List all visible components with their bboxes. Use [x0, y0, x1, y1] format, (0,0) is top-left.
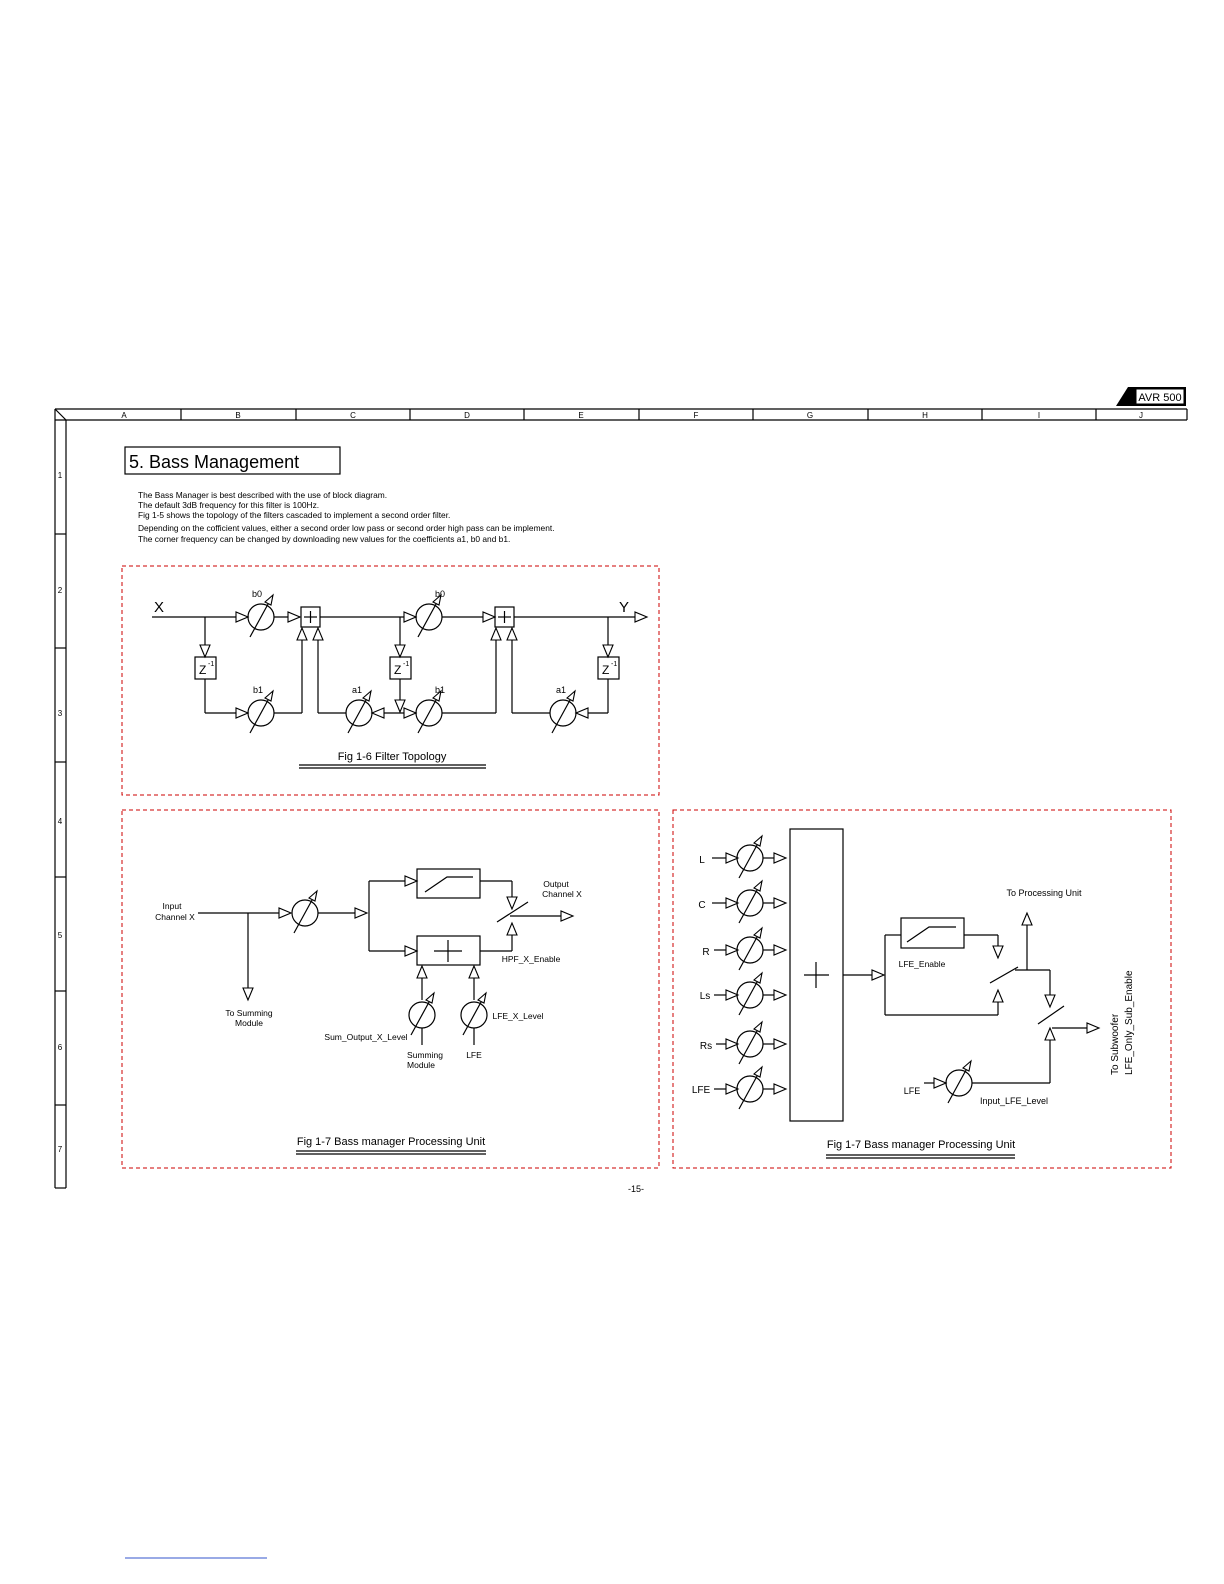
channel-label: L: [699, 855, 705, 866]
intro-line: Fig 1-5 shows the topology of the filter…: [138, 510, 450, 520]
page-number: -15-: [628, 1184, 644, 1194]
fig2-summing-label: To Summing: [225, 1008, 273, 1018]
channel-label: Ls: [700, 991, 711, 1002]
channel-label: R: [702, 947, 709, 958]
col-label: G: [807, 411, 813, 420]
channel-input-ls: Ls: [700, 972, 787, 1016]
fig1-a1-label: a1: [556, 685, 566, 695]
channel-label: LFE: [692, 1085, 711, 1096]
fig2-caption: Fig 1-7 Bass manager Processing Unit: [297, 1136, 485, 1148]
col-label: I: [1038, 411, 1040, 420]
row-label: 4: [58, 817, 63, 826]
col-label: B: [235, 411, 240, 420]
fig3-to-processing-label: To Processing Unit: [1006, 888, 1082, 898]
figure-bass-manager-left: Input Channel X To Summing Module: [121, 809, 660, 1169]
row-label: 3: [58, 709, 63, 718]
fig1-b0-label: b0: [435, 589, 445, 599]
intro-text: The Bass Manager is best described with …: [138, 490, 555, 544]
row-label: 6: [58, 1043, 63, 1052]
fig1-delay-label: Z: [394, 663, 401, 677]
col-label: C: [350, 411, 356, 420]
fig1-b1-label: b1: [253, 685, 263, 695]
channel-input-r: R: [702, 927, 787, 971]
model-badge-text: AVR 500: [1138, 392, 1181, 404]
fig1-delay-label: Z: [199, 663, 206, 677]
fig1-b1-label: b1: [435, 685, 445, 695]
fig3-sub-enable-label: LFE_Only_Sub_Enable: [1124, 970, 1135, 1075]
col-label: E: [578, 411, 583, 420]
col-label: J: [1139, 411, 1143, 420]
fig1-delay-exp: -1: [403, 661, 409, 668]
section-title: 5. Bass Management: [124, 446, 341, 475]
fig1-a1-label: a1: [352, 685, 362, 695]
fig3-subwoofer-label: To Subwoofer: [1110, 1013, 1121, 1075]
intro-line: The Bass Manager is best described with …: [138, 490, 387, 500]
channel-input-l: L: [699, 835, 787, 879]
fig2-summing-module-label: Module: [407, 1060, 435, 1070]
fig2-input-label: Input: [163, 901, 183, 911]
fig1-delay-label: Z: [602, 663, 609, 677]
fig1-b0-label: b0: [252, 589, 262, 599]
section-title-text: 5. Bass Management: [129, 452, 299, 472]
channel-input-c: C: [698, 880, 787, 924]
row-label: 7: [58, 1145, 63, 1154]
fig1-input-label: X: [154, 599, 164, 616]
row-label: 5: [58, 931, 63, 940]
fig2-output-label: Channel X: [542, 889, 582, 899]
fig1-delay-exp: -1: [611, 661, 617, 668]
figure-bass-manager-right: L C R Ls Rs LFE: [672, 809, 1172, 1169]
channel-label: C: [698, 900, 705, 911]
fig2-hpf-enable-label: HPF_X_Enable: [502, 954, 561, 964]
fig1-output-label: Y: [619, 599, 629, 616]
intro-line: Depending on the cofficient values, eith…: [138, 523, 555, 533]
model-badge: AVR 500: [1116, 387, 1186, 406]
col-label: F: [694, 411, 699, 420]
fig2-lfe-label: LFE: [466, 1050, 482, 1060]
fig2-input-label: Channel X: [155, 912, 195, 922]
fig3-lfe-enable-label: LFE_Enable: [899, 959, 946, 969]
intro-line: The default 3dB frequency for this filte…: [138, 500, 319, 510]
fig2-lfe-level-label: LFE_X_Level: [492, 1011, 543, 1021]
fig2-summing-module-label: Summing: [407, 1050, 443, 1060]
fig2-output-label: Output: [543, 879, 569, 889]
drawing-frame: A B C D E F G H I J 1 2 3 4 5 6 7: [54, 408, 1188, 1189]
channel-label: Rs: [700, 1041, 712, 1052]
col-label: H: [922, 411, 928, 420]
fig1-caption: Fig 1-6 Filter Topology: [338, 751, 447, 763]
col-label: D: [464, 411, 470, 420]
col-label: A: [121, 411, 127, 420]
fig2-sum-level-label: Sum_Output_X_Level: [324, 1032, 407, 1042]
channel-input-lfe: LFE: [692, 1066, 787, 1110]
intro-line: The corner frequency can be changed by d…: [138, 534, 510, 544]
fig3-lfe-label: LFE: [904, 1086, 921, 1096]
fig2-summing-label: Module: [235, 1018, 263, 1028]
figure-filter-topology: X Y b0 b0 b1 a1 b1 a1 Z -1: [121, 565, 660, 796]
fig3-caption: Fig 1-7 Bass manager Processing Unit: [827, 1139, 1015, 1151]
fig1-delay-exp: -1: [208, 661, 214, 668]
row-label: 1: [58, 471, 63, 480]
channel-input-rs: Rs: [700, 1021, 787, 1065]
row-label: 2: [58, 586, 63, 595]
fig3-input-lfe-level-label: Input_LFE_Level: [980, 1096, 1048, 1106]
